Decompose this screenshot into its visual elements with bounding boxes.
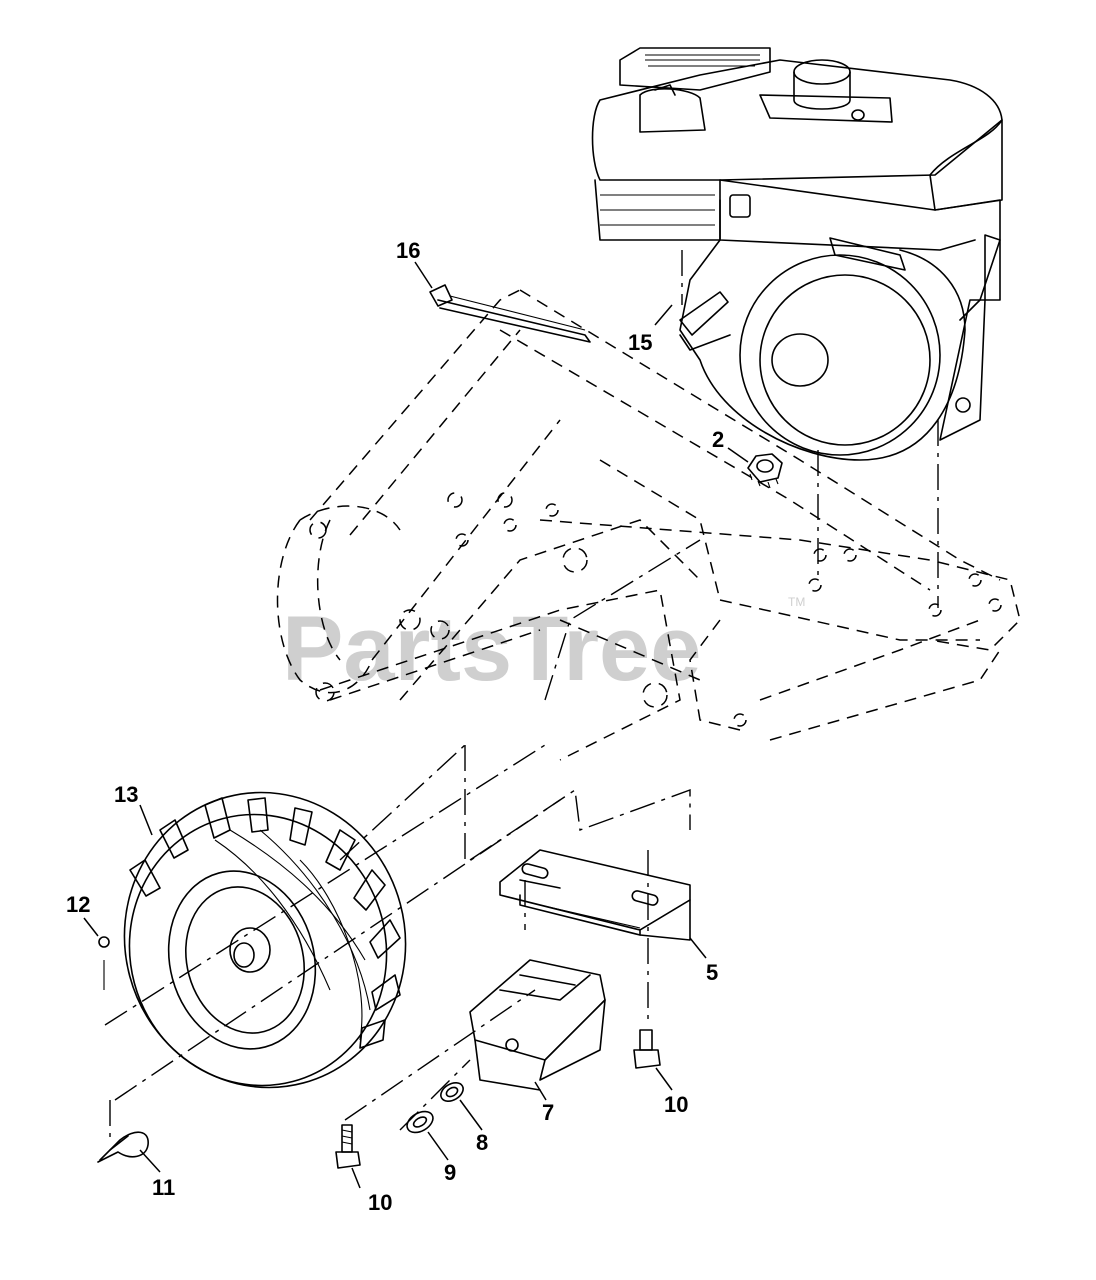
bolt-drawing xyxy=(335,1029,661,1169)
engine-drawing xyxy=(591,47,1003,461)
watermark: PartsTree xyxy=(282,598,701,700)
cable-tie-drawing xyxy=(429,284,591,343)
leader-10b xyxy=(351,1167,361,1189)
leader-7 xyxy=(534,1081,547,1101)
leader-15 xyxy=(654,304,673,326)
leader-12 xyxy=(83,917,99,937)
callout-11: 11 xyxy=(152,1175,175,1200)
callout-5: 5 xyxy=(706,960,718,985)
guide-line xyxy=(544,539,701,701)
guide-line xyxy=(399,1059,471,1131)
callout-16: 16 xyxy=(396,238,420,263)
callout-15: 15 xyxy=(628,330,652,355)
leader-13 xyxy=(139,804,153,836)
leader-9 xyxy=(427,1131,449,1161)
clip-drawing xyxy=(97,1131,149,1163)
leader-10a xyxy=(655,1067,673,1091)
leader-16 xyxy=(414,261,433,289)
callout-2: 2 xyxy=(712,427,724,452)
leader-5 xyxy=(689,937,707,959)
block-drawing xyxy=(469,959,606,1091)
leader-8 xyxy=(459,1099,483,1131)
leader-2 xyxy=(727,447,749,463)
pin-drawing xyxy=(98,936,110,990)
bracket-drawing xyxy=(499,849,691,941)
tiller-frame-drawing xyxy=(276,289,1021,761)
guide-line xyxy=(104,744,546,1026)
washer-drawing xyxy=(406,1082,464,1134)
callout-9: 9 xyxy=(444,1160,456,1185)
callout-7: 7 xyxy=(542,1100,554,1125)
leader-11 xyxy=(139,1149,161,1173)
guide-line xyxy=(339,744,466,861)
guide-line xyxy=(114,799,561,1101)
watermark-tm: TM xyxy=(788,595,805,609)
callout-10b: 10 xyxy=(368,1190,392,1215)
nut-drawing xyxy=(747,453,783,489)
guide-line xyxy=(344,989,536,1121)
callout-8: 8 xyxy=(476,1130,488,1155)
callout-13: 13 xyxy=(114,782,138,807)
callout-10a: 10 xyxy=(664,1092,688,1117)
guide-line xyxy=(469,788,691,861)
wheel-tire-drawing xyxy=(123,791,407,1089)
callout-12: 12 xyxy=(66,892,90,917)
